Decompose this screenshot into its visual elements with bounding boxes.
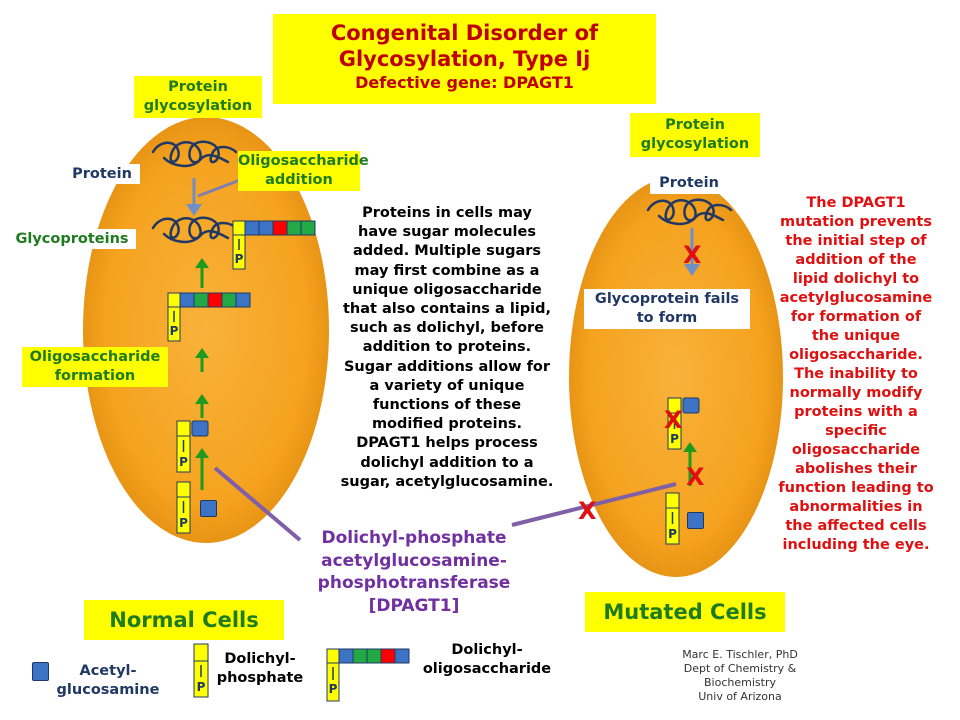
- arrow-down-icon: [684, 228, 700, 276]
- phosphate-label: P: [668, 527, 677, 541]
- dolichyl-phosphate-acetylglucosamine: P: [667, 397, 703, 455]
- legend-acetylglucosamine-icon: [32, 662, 49, 681]
- enzyme-connector-line: [213, 466, 302, 542]
- dolichyl-phosphate-acetylglucosamine: P: [176, 420, 212, 478]
- protein-glycosylation-label: Protein glycosylation: [134, 76, 262, 118]
- protein-glycosylation-label: Protein glycosylation: [630, 113, 760, 157]
- phosphate-label: P: [234, 252, 244, 266]
- author-credit: Marc E. Tischler, PhD Dept of Chemistry …: [682, 648, 798, 703]
- glycoprotein-fails-label: Glycoprotein fails to form: [584, 289, 750, 329]
- block-mark-icon: X: [664, 406, 683, 434]
- arrow-up-icon: [195, 258, 209, 288]
- protein-squiggle-icon: [646, 198, 733, 226]
- mutated-cell: [569, 177, 783, 577]
- dolichyl-phosphate: P: [176, 481, 192, 539]
- arrow-up-icon: [195, 448, 209, 490]
- arrow-up-icon: [195, 394, 209, 418]
- glycoprotein-squiggle-icon: [151, 216, 238, 244]
- subtitle: Defective gene: DPAGT1: [355, 73, 574, 92]
- protein-label: Protein: [650, 173, 728, 194]
- legend-acetylglucosamine-label: Acetyl- glucosamine: [56, 663, 160, 698]
- arrow-up-icon: [195, 348, 209, 372]
- block-mark-icon: X: [683, 241, 702, 269]
- arrow-up-icon: [683, 442, 697, 486]
- arrow-down-icon: [186, 178, 202, 216]
- protein-squiggle-icon: [151, 140, 238, 168]
- dolichyl-oligosaccharide: P: [167, 292, 251, 346]
- title-line: Glycosylation, Type Ij: [338, 47, 591, 71]
- title-box: Congenital Disorder of Glycosylation, Ty…: [273, 14, 656, 104]
- connector-line: [197, 178, 241, 198]
- block-mark-icon: X: [578, 497, 597, 525]
- acetylglucosamine-icon: [687, 512, 704, 529]
- phosphate-label: P: [670, 432, 679, 446]
- center-description: Proteins in cells may have sugar molecul…: [340, 205, 554, 490]
- title-line: Congenital Disorder of: [330, 21, 599, 45]
- phosphate-label: P: [196, 680, 206, 694]
- normal-cells-caption: Normal Cells: [84, 600, 284, 640]
- phosphate-label: P: [328, 682, 338, 696]
- enzyme-connector-line: [511, 482, 677, 527]
- legend-dolichyl-oligosaccharide-icon: P: [326, 648, 410, 708]
- block-mark-icon: X: [686, 463, 705, 491]
- acetylglucosamine-icon: [200, 500, 217, 517]
- phosphate-label: P: [169, 324, 179, 338]
- glycoproteins-label: Glycoproteins: [8, 229, 136, 249]
- dolichyl-oligosaccharide: P: [232, 220, 316, 274]
- legend-dolichyl-phosphate-icon: P: [193, 643, 209, 703]
- phosphate-label: P: [179, 455, 188, 469]
- protein-label: Protein: [64, 164, 140, 184]
- mutated-cells-caption: Mutated Cells: [585, 592, 785, 632]
- phosphate-label: P: [179, 516, 188, 530]
- legend-dolichyl-oligosaccharide-label: Dolichyl- oligosaccharide: [422, 642, 552, 677]
- mutation-description: The DPAGT1 mutation prevents the initial…: [778, 195, 934, 553]
- dolichyl-phosphate: P: [665, 492, 681, 550]
- enzyme-label: Dolichyl-phosphate acetylglucosamine- ph…: [317, 528, 511, 616]
- oligosaccharide-formation-label: Oligosaccharide formation: [22, 347, 168, 387]
- oligosaccharide-addition-label: Oligosaccharide addition: [238, 151, 369, 191]
- legend-dolichyl-phosphate-label: Dolichyl- phosphate: [216, 651, 304, 686]
